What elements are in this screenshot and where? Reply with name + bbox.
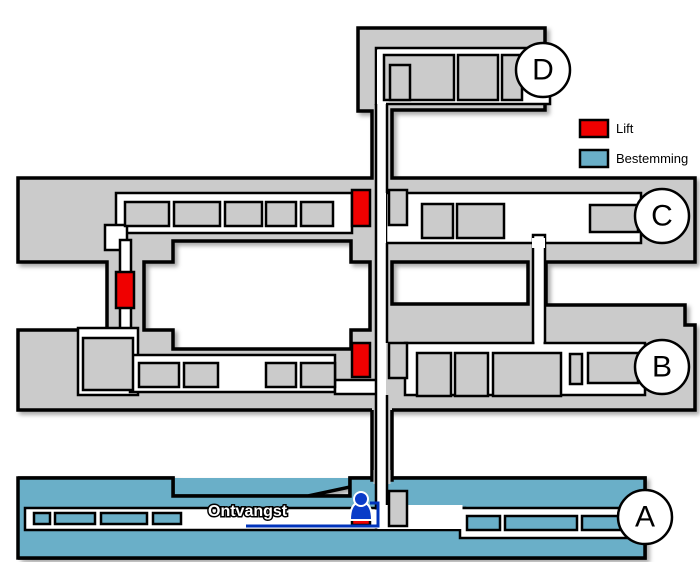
svg-text:D: D	[532, 54, 554, 87]
legend-lift-swatch	[578, 118, 610, 139]
marker-c[interactable]: C	[633, 187, 691, 245]
svg-text:C: C	[651, 200, 673, 233]
svg-text:A: A	[635, 501, 655, 534]
rooms	[32, 53, 640, 532]
marker-a[interactable]: A	[616, 488, 674, 546]
reception-label: Ontvangst	[208, 503, 288, 520]
lift-icon[interactable]	[350, 341, 372, 379]
lift-icon[interactable]	[114, 270, 136, 310]
legend-destination-label: Bestemming	[616, 151, 688, 166]
marker-b[interactable]: B	[633, 338, 691, 396]
lift-icon[interactable]	[350, 188, 372, 228]
legend-lift-label: Lift	[616, 121, 634, 136]
svg-text:B: B	[652, 351, 672, 384]
marker-d[interactable]: D	[514, 41, 572, 99]
person-you-are-here-icon[interactable]	[348, 491, 374, 521]
route-line	[246, 501, 380, 528]
legend: Lift Bestemming	[578, 118, 688, 169]
legend-destination-swatch	[578, 148, 610, 169]
